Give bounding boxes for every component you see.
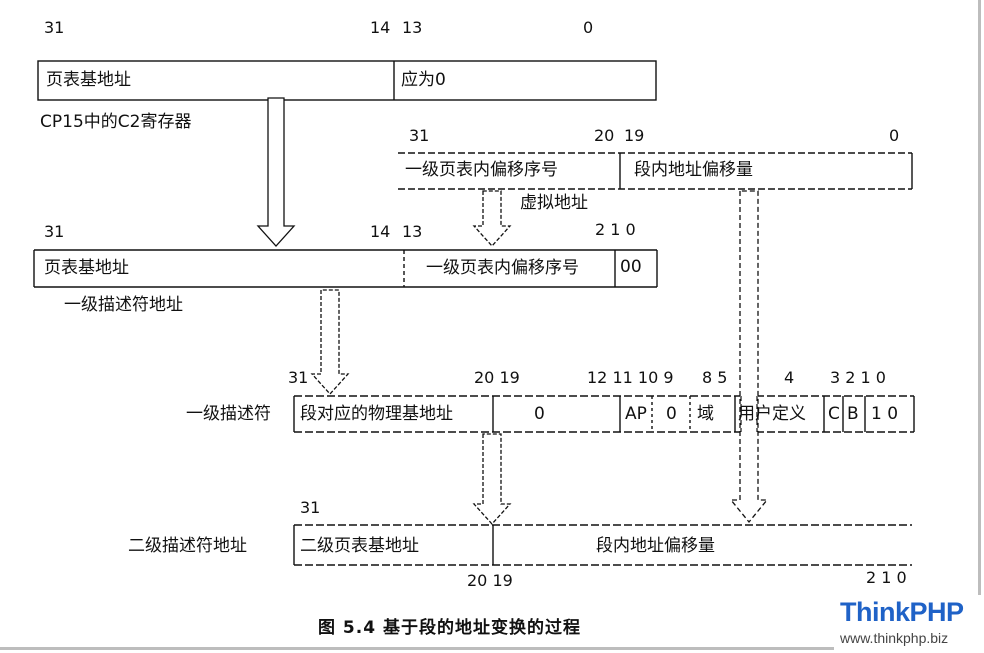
l1desc-bits-2019: 20 19 <box>474 368 520 387</box>
l1desc-bits-1211109: 12 11 10 9 <box>587 368 674 387</box>
logo-brand: ThinkPHP <box>840 597 964 627</box>
l1addr-field-low: 00 <box>620 257 642 277</box>
l1addr-field-index: 一级页表内偏移序号 <box>426 258 579 278</box>
arrow-c2-to-base <box>256 97 296 247</box>
l1addr-bit-14: 14 <box>370 222 391 241</box>
arrow-phys-base-to-l2 <box>472 433 512 525</box>
l1desc-field-zero2: 0 <box>666 404 677 424</box>
va-bit-19: 19 <box>624 126 645 145</box>
arrow-l1addr-to-descriptor <box>310 289 350 395</box>
va-bit-20: 20 <box>594 126 615 145</box>
c2-caption: CP15中的C2寄存器 <box>40 112 192 132</box>
l1desc-field-zero: 0 <box>534 404 545 424</box>
c2-register-box <box>37 60 657 101</box>
va-caption: 虚拟地址 <box>520 193 588 213</box>
l1addr-bit-13: 13 <box>402 222 423 241</box>
figure-caption: 图 5.4 基于段的地址变换的过程 <box>318 618 581 638</box>
va-bit-31: 31 <box>409 126 430 145</box>
c2-bit-13: 13 <box>402 18 423 37</box>
logo-url: www.thinkphp.biz <box>840 630 949 646</box>
l2addr-field-offset: 段内地址偏移量 <box>596 536 715 556</box>
l1desc-field-type: 1 0 <box>871 404 899 424</box>
c2-bit-0: 0 <box>583 18 594 37</box>
l1addr-caption: 一级描述符地址 <box>64 295 183 315</box>
l1desc-bits-3210: 3 2 1 0 <box>830 368 886 387</box>
l1desc-field-phys-base: 段对应的物理基地址 <box>300 404 453 424</box>
c2-field-base: 页表基地址 <box>46 70 131 90</box>
l1-descriptor-box <box>293 395 915 433</box>
l1desc-field-c: C <box>828 404 840 424</box>
arrow-va-to-index <box>472 190 512 247</box>
l1desc-field-domain: 域 <box>697 404 714 424</box>
thinkphp-logo: ThinkPHP www.thinkphp.biz <box>834 595 982 651</box>
l1desc-bits-85: 8 5 <box>702 368 728 387</box>
l1addr-bit-31: 31 <box>44 222 65 241</box>
c2-bit-14: 14 <box>370 18 391 37</box>
l2addr-field-base: 二级页表基地址 <box>300 536 419 556</box>
c2-field-zero: 应为0 <box>401 70 446 90</box>
l1desc-label: 一级描述符 <box>186 404 271 424</box>
l1desc-field-user: 用户定义 <box>738 404 806 424</box>
l1desc-bit-31: 31 <box>288 368 309 387</box>
arrow-offset-to-l2 <box>729 190 769 524</box>
l2-descriptor-address-box <box>293 524 912 566</box>
virtual-address-box <box>398 152 913 190</box>
va-bit-0: 0 <box>889 126 900 145</box>
l2addr-bits-2019: 20 19 <box>467 571 513 590</box>
l1desc-field-ap: AP <box>625 404 647 424</box>
l2addr-label: 二级描述符地址 <box>128 536 247 556</box>
l2addr-bits-210: 2 1 0 <box>866 568 907 587</box>
c2-bit-31: 31 <box>44 18 65 37</box>
va-field-offset: 段内地址偏移量 <box>634 160 753 180</box>
l1addr-bits-210: 2 1 0 <box>595 220 636 239</box>
l1addr-field-base: 页表基地址 <box>44 258 129 278</box>
l1desc-bit-4: 4 <box>784 368 795 387</box>
va-field-index: 一级页表内偏移序号 <box>405 160 558 180</box>
l1desc-field-b: B <box>847 404 859 424</box>
l2addr-bit-31: 31 <box>300 498 321 517</box>
l1-descriptor-address-box <box>33 249 658 288</box>
